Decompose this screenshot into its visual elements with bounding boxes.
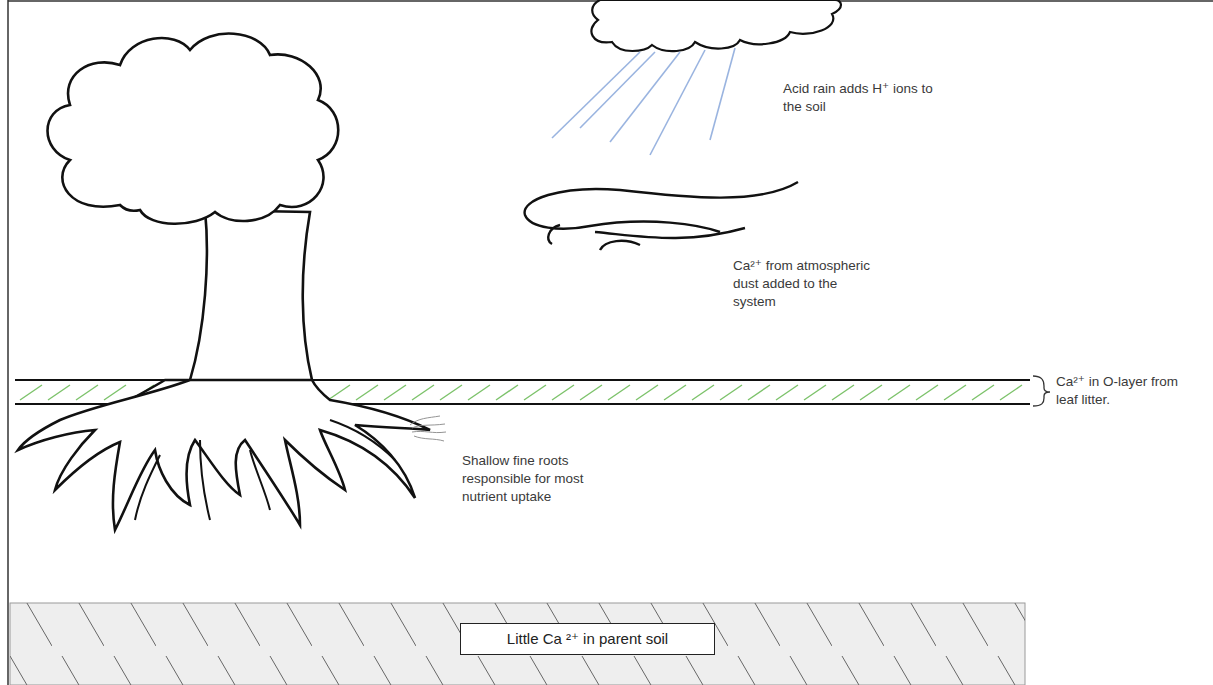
annotation: Ca²⁺ from atmospheric dust added to the … (733, 257, 878, 311)
annotation: Ca²⁺ in O-layer from leaf litter. (1056, 373, 1196, 409)
frame-line (7, 0, 9, 685)
cloud (591, 0, 841, 51)
annotation: Acid rain adds H⁺ ions to the soil (783, 80, 933, 116)
root-lines (135, 420, 395, 520)
soil-hatching (10, 603, 1025, 685)
wind-swirl (525, 182, 798, 250)
fine-roots (410, 416, 446, 441)
bracket (1033, 376, 1050, 406)
text-box: Little Ca ²⁺ in parent soil (460, 623, 715, 655)
parent-soil-band (10, 603, 1025, 685)
acid-rain (552, 48, 735, 155)
annotation: Shallow fine roots responsible for most … (462, 452, 612, 506)
tree (18, 34, 430, 530)
ground-line (312, 379, 1030, 381)
box-text: Little Ca ²⁺ in parent soil (507, 630, 668, 648)
ground-line (15, 379, 168, 381)
